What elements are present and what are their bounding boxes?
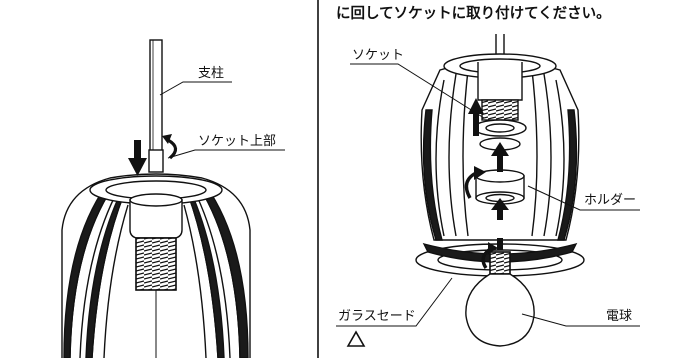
left-assembly (61, 39, 251, 358)
pole (149, 39, 163, 159)
holder-leader (527, 185, 640, 211)
down-arrow-shaft (134, 140, 141, 160)
warning-icon (346, 330, 366, 347)
pole-leader (159, 81, 232, 96)
right-assembly (415, 34, 585, 347)
label-glass-shade: ガラスセード (338, 309, 416, 324)
left-arrows (128, 134, 178, 176)
instruction-text: に回してソケットに取り付けてください。 (336, 6, 611, 22)
socket-top-leader (167, 149, 285, 159)
up-arrow-1 (473, 112, 479, 136)
glass-shade-leader (336, 277, 453, 327)
label-holder: ホルダー (584, 193, 637, 208)
down-arrow-head (128, 158, 147, 176)
up-arrow-2 (497, 154, 503, 172)
label-socket-top: ソケット上部 (198, 134, 277, 149)
up-arrow-3 (497, 208, 503, 220)
label-socket: ソケット (352, 48, 405, 63)
up-arrow-4 (497, 238, 503, 250)
rotate-arrow (167, 138, 178, 160)
bulb-leader (521, 313, 640, 327)
socket-leader (350, 63, 485, 119)
label-pole: 支柱 (198, 66, 225, 81)
label-bulb: 電球 (606, 309, 633, 324)
